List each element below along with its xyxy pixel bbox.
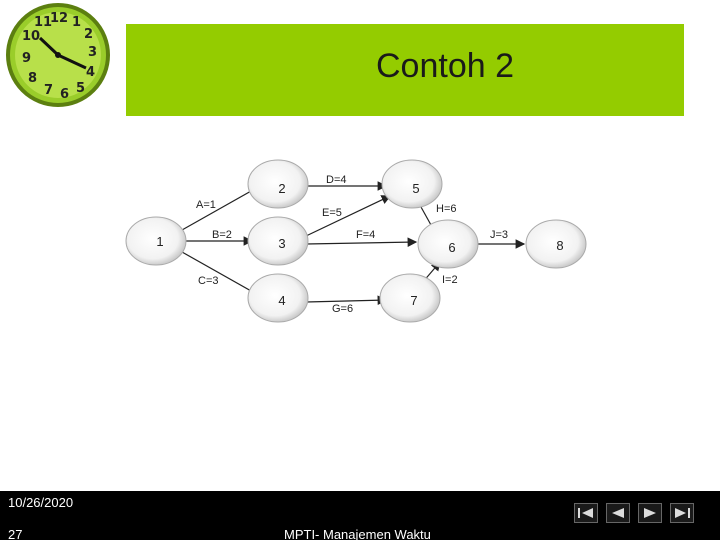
svg-text:12: 12 [50,11,68,26]
network-diagram: 1 2 3 4 5 6 7 8 A=1 B=2 C=3 D=4 E=5 F=4 … [125,159,587,323]
previous-slide-button[interactable] [606,503,630,523]
first-slide-button[interactable] [574,503,598,523]
node-5: 5 [381,159,443,209]
svg-text:5: 5 [76,81,85,96]
label-b: B=2 [212,229,232,241]
svg-text:9: 9 [22,51,31,66]
svg-text:2: 2 [278,181,285,196]
edge-g [305,295,388,306]
svg-text:7: 7 [44,83,53,98]
svg-text:1: 1 [156,234,163,249]
svg-text:5: 5 [412,181,419,196]
svg-text:11: 11 [34,15,52,30]
svg-text:3: 3 [88,45,97,60]
svg-text:8: 8 [28,71,37,86]
edge-f [305,237,418,247]
footer-bar: 10/26/2020 27 MPTI- Manajemen Waktu [0,491,720,542]
node-7: 7 [379,273,441,323]
label-h: H=6 [436,203,457,215]
edge-a [181,185,262,231]
label-j: J=3 [490,229,508,241]
last-icon [675,508,690,518]
svg-text:10: 10 [22,29,40,44]
slide-title: Contoh 2 [376,47,514,85]
slide-navigation [574,503,696,525]
svg-text:3: 3 [278,236,285,251]
svg-text:1: 1 [72,15,81,30]
label-c: C=3 [198,275,219,287]
next-slide-button[interactable] [638,503,662,523]
previous-icon [612,508,624,518]
label-g: G=6 [332,303,353,315]
edge-e [305,195,392,237]
last-slide-button[interactable] [670,503,694,523]
node-3: 3 [247,216,309,266]
svg-text:4: 4 [278,293,285,308]
label-f: F=4 [356,229,375,241]
title-bar [126,24,684,116]
label-e: E=5 [322,207,342,219]
clock-icon: 12 1 2 3 4 5 6 7 8 9 10 11 [0,0,112,112]
node-1: 1 [125,216,187,266]
node-4: 4 [247,273,309,323]
svg-text:7: 7 [410,293,417,308]
footer-course-title: MPTI- Manajemen Waktu [284,527,431,542]
svg-text:2: 2 [84,27,93,42]
label-a: A=1 [196,199,216,211]
svg-text:6: 6 [60,87,69,102]
edge-c [181,251,262,297]
node-6: 6 [417,219,479,269]
footer-page-number: 27 [8,527,23,542]
label-d: D=4 [326,174,347,186]
label-i: I=2 [442,274,458,286]
node-8: 8 [525,219,587,269]
node-2: 2 [247,159,309,209]
next-icon [644,508,656,518]
first-icon [578,508,593,518]
footer-date: 10/26/2020 [8,495,74,510]
svg-text:4: 4 [86,65,95,80]
svg-text:6: 6 [448,240,455,255]
svg-text:8: 8 [556,238,563,253]
